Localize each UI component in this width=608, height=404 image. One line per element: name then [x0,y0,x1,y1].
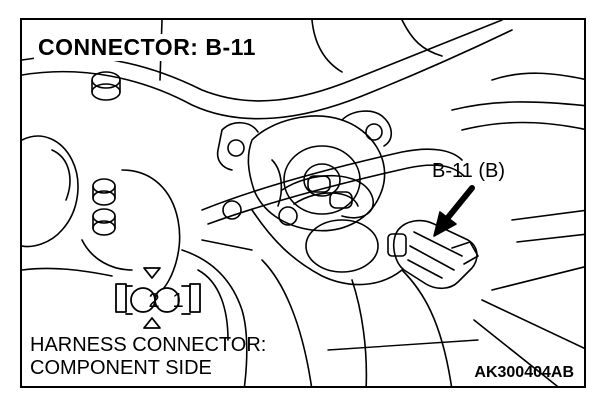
harness-label-line1: HARNESS CONNECTOR: [30,334,267,356]
engine-line-drawing [22,20,584,386]
hose-clamp-icon [222,175,353,226]
figure-code: AK300404AB [474,364,574,381]
connector-b11-drawing [387,219,479,290]
connector-pin-1: 1 [172,290,184,312]
two-pin-connector-icon [115,267,201,329]
diagram-frame: CONNECTOR: B-11 B-11 (B) 2 1 HARNESS CON… [20,18,586,388]
bolt-icon [92,178,116,236]
connector-callout-label: B-11 (B) [432,160,505,182]
arrow-down-left-icon [433,185,475,237]
connector-pin-2: 2 [148,290,160,312]
harness-label-line2: COMPONENT SIDE [30,357,212,379]
bolt-icon [91,71,121,101]
connector-title: CONNECTOR: B-11 [34,34,260,61]
